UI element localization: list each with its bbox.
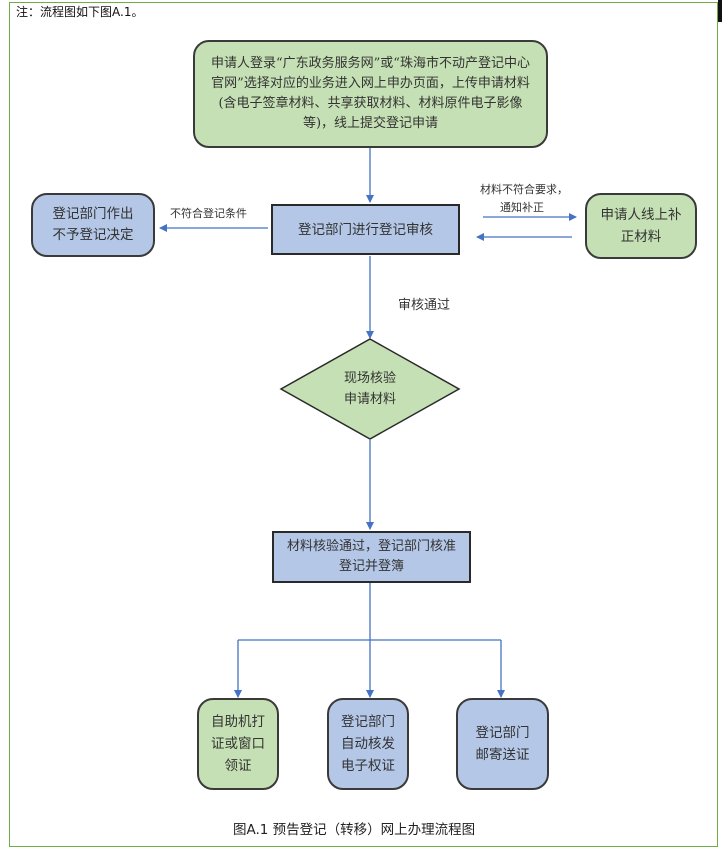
label-review-passed: 审核通过	[398, 298, 451, 313]
figure-caption: 图A.1 预告登记（转移）网上办理流程图	[233, 822, 476, 838]
outcome-self-service-line3: 领证	[224, 758, 252, 774]
approve-node: 材料核验通过，登记部门核准 登记并登簿	[272, 531, 471, 583]
scrollbar-edge	[718, 0, 722, 22]
label-materials-invalid-line2: 通知补正	[500, 201, 544, 214]
outcome-electronic-line2: 自动核发	[341, 736, 395, 752]
reject-node-line1: 登记部门作出	[52, 206, 134, 222]
verify-node-line1: 现场核验	[343, 371, 396, 386]
start-node-text: 申请人登录“广东政务服务网”或“珠海市不动产登记中心官网”选择对应的业务进入网上…	[211, 56, 530, 131]
verify-node-text: 现场核验 申请材料	[320, 368, 420, 410]
outcome-mail-node: 登记部门 邮寄送证	[456, 698, 549, 790]
supplement-node-line1: 申请人线上补	[600, 207, 682, 223]
reject-node-line2: 不予登记决定	[52, 227, 134, 243]
supplement-node: 申请人线上补 正材料	[585, 193, 697, 259]
outcome-mail-line2: 邮寄送证	[475, 747, 530, 763]
review-node-text: 登记部门进行登记审核	[298, 221, 433, 238]
verify-decision-diamond	[279, 338, 461, 440]
outcome-electronic-node: 登记部门 自动核发 电子权证	[327, 698, 409, 790]
approve-node-line2: 登记并登簿	[338, 559, 404, 574]
label-not-eligible: 不符合登记条件	[170, 207, 247, 220]
outcome-self-service-line1: 自助机打	[211, 714, 265, 730]
label-materials-invalid-line1: 材料不符合要求，	[480, 183, 568, 196]
supplement-node-line2: 正材料	[620, 229, 662, 245]
review-node: 登记部门进行登记审核	[271, 204, 460, 255]
reject-node: 登记部门作出 不予登记决定	[31, 193, 155, 257]
start-node: 申请人登录“广东政务服务网”或“珠海市不动产登记中心官网”选择对应的业务进入网上…	[193, 40, 548, 148]
diagram-frame	[9, 2, 718, 847]
note-text: 注：流程图如下图A.1。	[16, 5, 144, 19]
outcome-electronic-line1: 登记部门	[341, 714, 395, 730]
verify-node-line2: 申请材料	[343, 392, 396, 407]
outcome-self-service-node: 自助机打 证或窗口 领证	[197, 698, 279, 790]
outcome-mail-line1: 登记部门	[475, 725, 530, 741]
outcome-self-service-line2: 证或窗口	[211, 736, 265, 752]
approve-node-line1: 材料核验通过，登记部门核准	[286, 539, 456, 554]
outcome-electronic-line3: 电子权证	[341, 758, 395, 774]
